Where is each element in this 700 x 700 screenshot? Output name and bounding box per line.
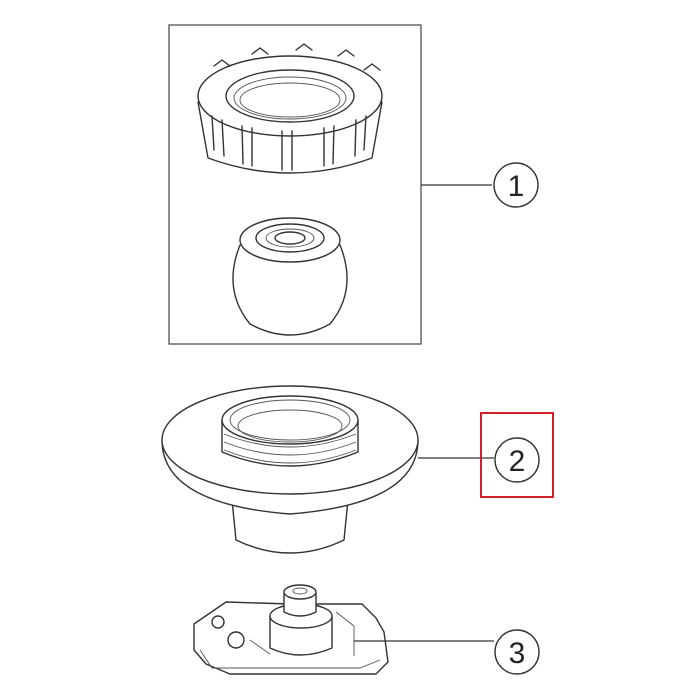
callout-1[interactable]: 1 [493, 162, 539, 208]
flange-fitting-drawing [161, 385, 419, 554]
highlight-box [480, 412, 554, 498]
callout-2[interactable]: 2 [494, 437, 540, 483]
lock-nut-drawing [197, 43, 383, 174]
ball-joint-drawing [232, 217, 348, 336]
callout-3-label: 3 [509, 637, 526, 670]
callout-3[interactable]: 3 [494, 629, 540, 675]
mounting-bracket-drawing [193, 584, 389, 675]
callout-2-label: 2 [509, 445, 526, 478]
callout-1-label: 1 [508, 170, 525, 203]
